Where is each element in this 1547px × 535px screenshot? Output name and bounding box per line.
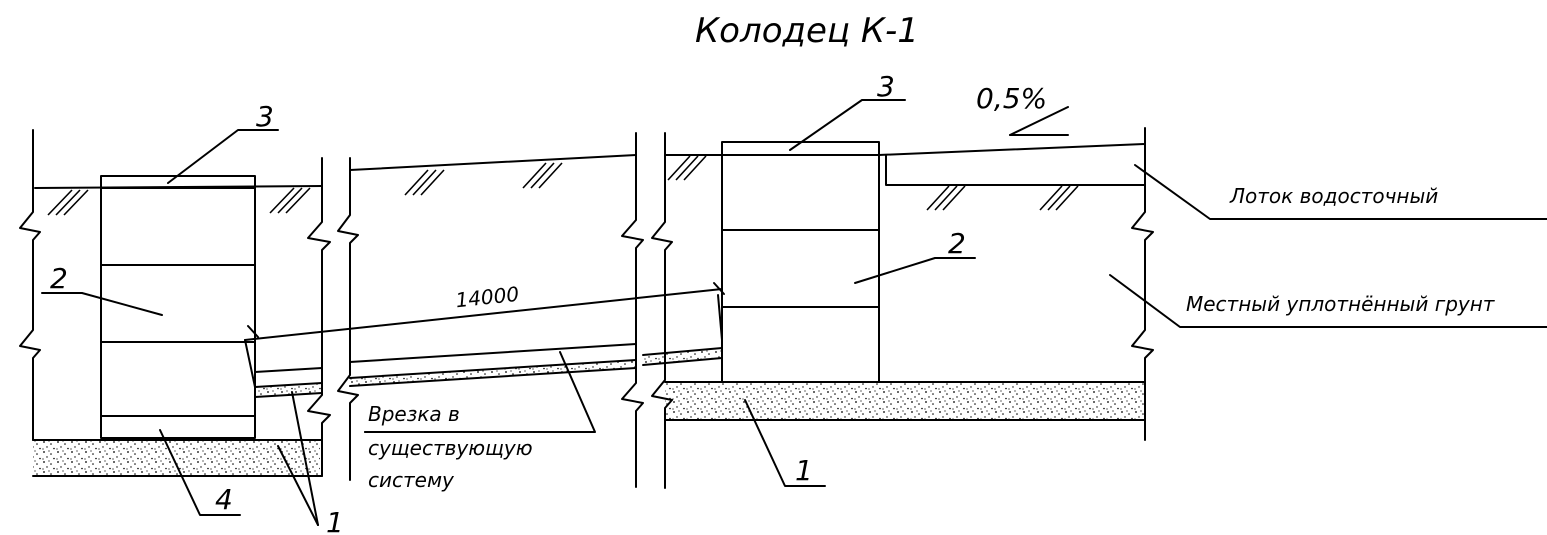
left-well	[19, 129, 331, 477]
ground-hatch-left	[47, 187, 311, 216]
mark-1-left: 1	[326, 506, 344, 535]
mark-3-left: 3	[256, 100, 274, 133]
vrezka-line1: Врезка в	[368, 402, 460, 426]
vrezka-line2: существующую	[368, 436, 533, 460]
lotok-label: Лоток водосточный	[1229, 184, 1438, 208]
diagram-title: Колодец К-1	[695, 11, 919, 51]
right-well: 0,5%	[642, 82, 1154, 489]
pipe-section: 14000	[244, 132, 725, 488]
mark-1-right: 1	[795, 454, 813, 487]
mark-2-right: 2	[948, 227, 966, 260]
pipe-length-dimension: 14000	[454, 282, 520, 313]
mark-3-right: 3	[877, 70, 895, 103]
callouts: 3 2 4 1 Врезка в существующую систему 3 …	[41, 70, 1547, 535]
mark-4: 4	[215, 483, 233, 516]
ground-hatch-right	[667, 155, 1079, 211]
mark-2-left: 2	[50, 262, 68, 295]
ground-hatch-mid	[404, 162, 563, 196]
slope-label: 0,5%	[976, 82, 1047, 115]
grunt-label: Местный уплотнённый грунт	[1186, 292, 1496, 316]
vrezka-line3: систему	[368, 468, 455, 492]
